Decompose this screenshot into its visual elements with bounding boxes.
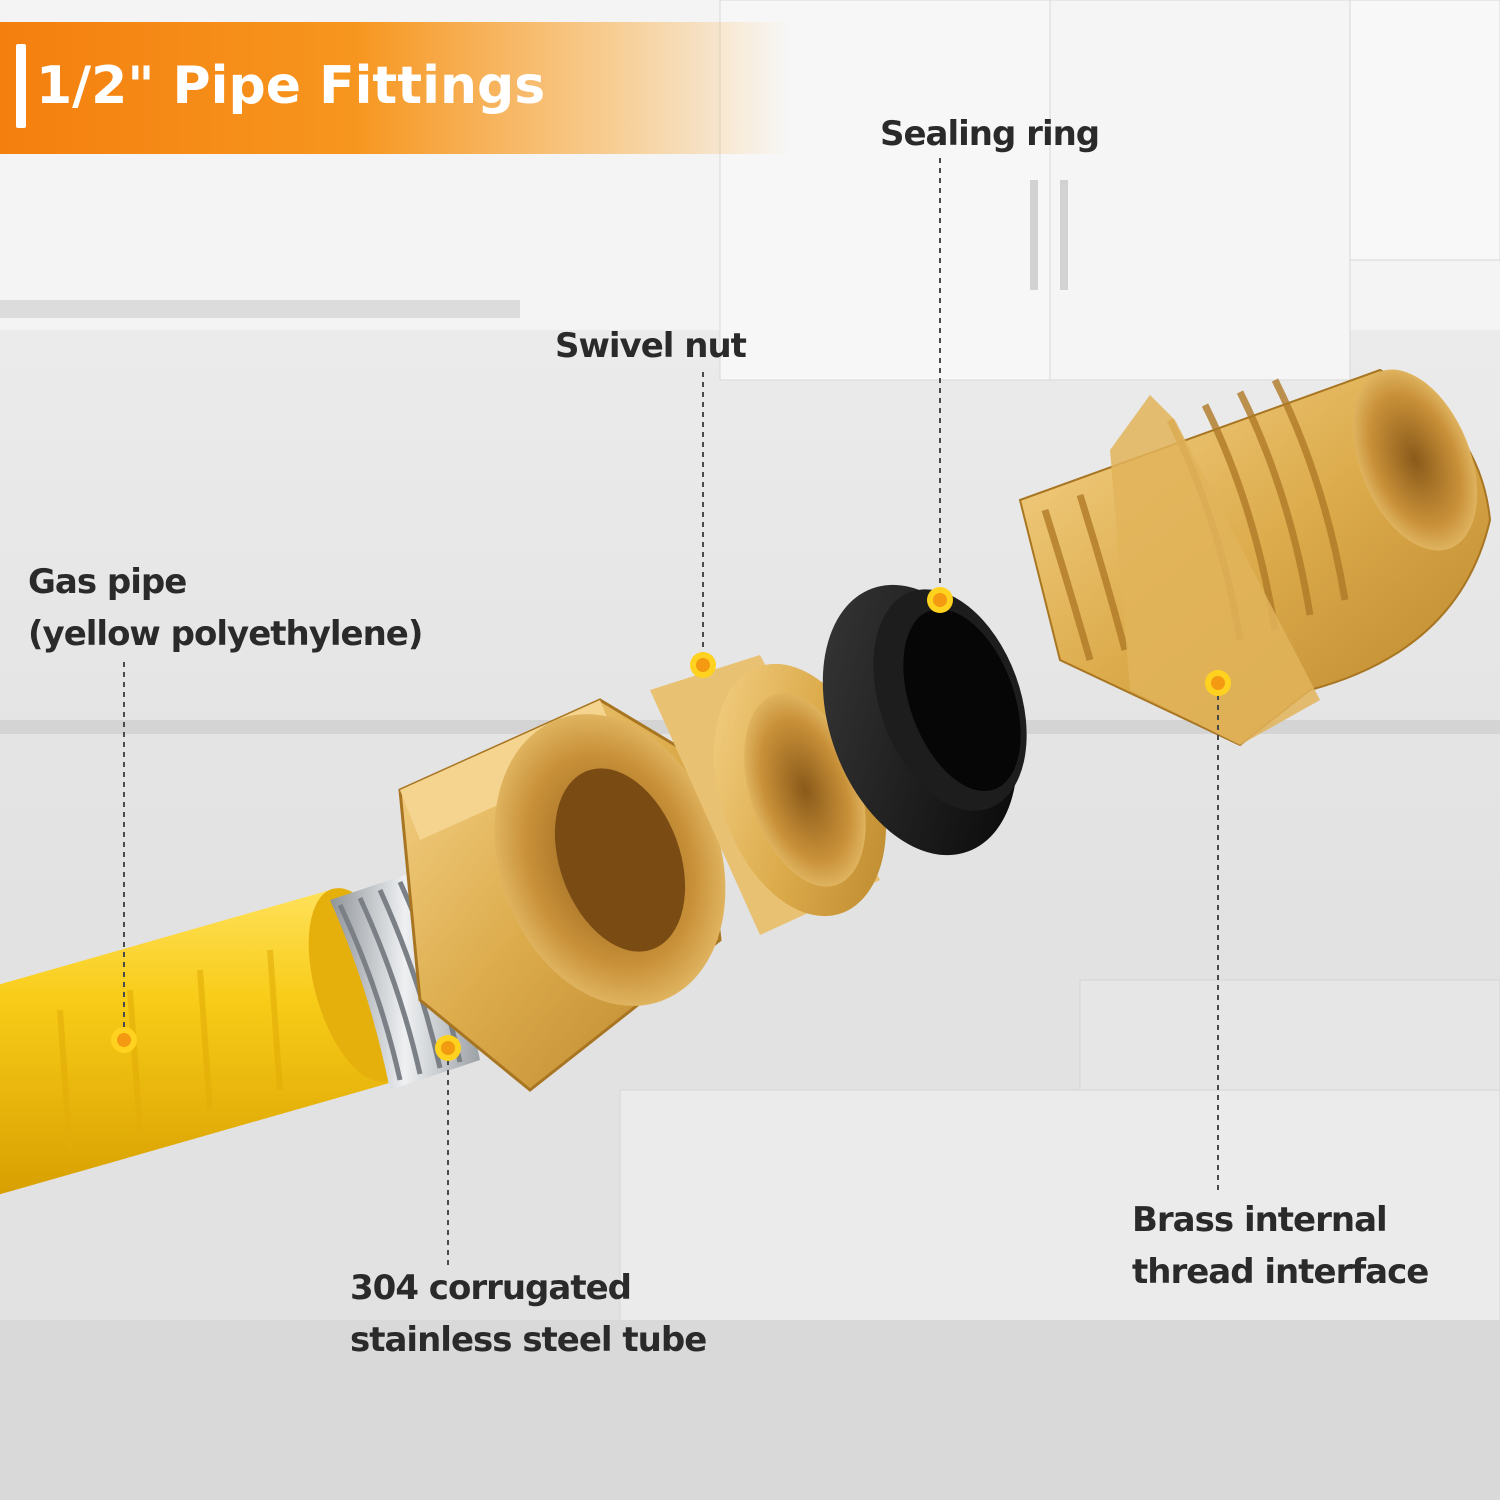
label-brass-interface: Brass internal thread interface bbox=[1132, 1194, 1429, 1298]
sealing-ring bbox=[822, 584, 1027, 856]
callout-markers bbox=[111, 587, 1231, 1061]
label-brass-line2: thread interface bbox=[1132, 1252, 1429, 1292]
title-banner bbox=[0, 22, 790, 154]
title-accent-bar bbox=[16, 44, 26, 128]
leader-lines bbox=[123, 158, 1219, 1270]
label-sealing-ring: Sealing ring bbox=[880, 114, 1100, 154]
label-gas-pipe: Gas pipe (yellow polyethylene) bbox=[28, 556, 423, 660]
page-title: 1/2" Pipe Fittings bbox=[36, 56, 546, 116]
label-steel-tube-line1: 304 corrugated bbox=[350, 1268, 632, 1308]
hex-nut bbox=[398, 698, 726, 1092]
label-steel-tube: 304 corrugated stainless steel tube bbox=[350, 1262, 707, 1366]
brass-thread-fitting bbox=[1018, 368, 1492, 747]
label-swivel-nut: Swivel nut bbox=[555, 326, 747, 366]
label-steel-tube-line2: stainless steel tube bbox=[350, 1320, 707, 1360]
label-gas-pipe-line1: Gas pipe bbox=[28, 562, 187, 602]
label-brass-line1: Brass internal bbox=[1132, 1200, 1388, 1240]
label-gas-pipe-line2: (yellow polyethylene) bbox=[28, 614, 423, 654]
